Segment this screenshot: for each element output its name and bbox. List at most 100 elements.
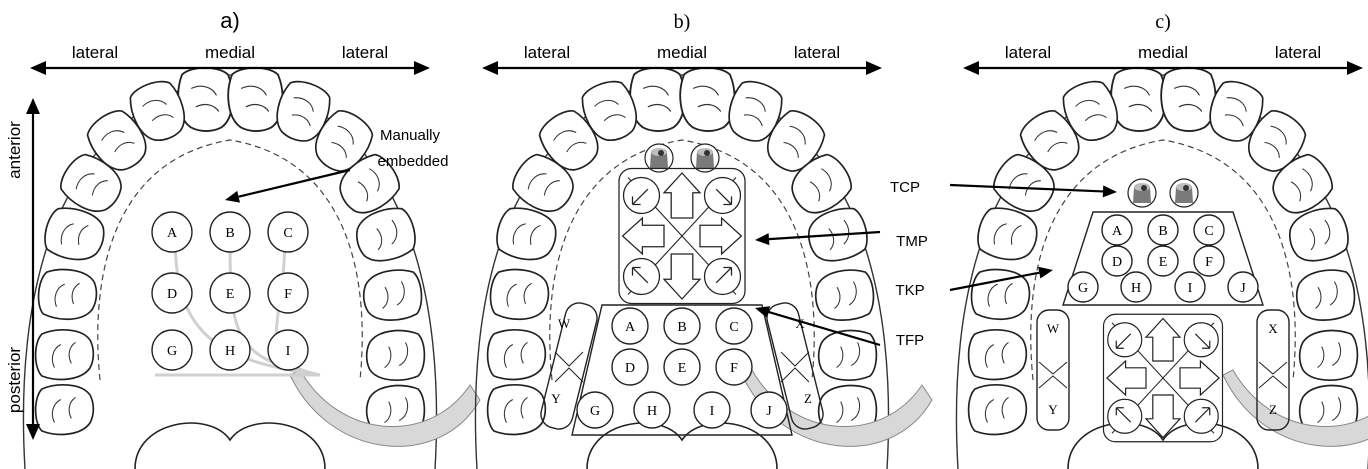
panel-b: b)lateralmediallateralABCDEFGHIJWYXZTCPT… xyxy=(475,11,932,469)
touch-key-icon-label: G xyxy=(590,404,600,419)
direction-arrow-icon xyxy=(1104,314,1223,442)
touch-key-icon-label: A xyxy=(167,226,178,241)
touch-key-icon-label: I xyxy=(1188,281,1193,296)
lateral-right-label: lateral xyxy=(794,43,840,62)
tooth-icon xyxy=(973,203,1042,266)
touch-key-icon-label: G xyxy=(167,344,177,359)
lateral-left-label: lateral xyxy=(1005,43,1051,62)
annotation-line-1: Manually xyxy=(380,127,441,144)
medial-label: medial xyxy=(1138,43,1188,62)
sensor-icon xyxy=(1170,179,1198,207)
touch-key-icon-label: F xyxy=(1205,255,1213,270)
side-key-y: Y xyxy=(1048,402,1058,417)
touch-key-icon-label: A xyxy=(1112,224,1123,239)
arrowhead-left xyxy=(30,61,46,75)
touch-key-icon-label: C xyxy=(283,226,292,241)
touch-key-icon-label: F xyxy=(730,361,738,376)
side-key-w: W xyxy=(1047,321,1060,336)
callout-tfp: TFP xyxy=(896,332,924,349)
sensor-icon xyxy=(691,144,719,172)
soft-palate xyxy=(587,423,777,469)
side-key-divider xyxy=(781,352,809,382)
touch-key-icon-label: I xyxy=(710,404,715,419)
tooth-icon xyxy=(969,330,1027,380)
posterior-label: posterior xyxy=(5,347,24,413)
direction-arrow-icon xyxy=(619,169,745,304)
side-key-x: X xyxy=(1268,321,1278,336)
tooth-icon xyxy=(40,203,109,266)
arrowhead-right xyxy=(1347,61,1363,75)
tooth-icon xyxy=(36,385,94,435)
callout-tcp: TCP xyxy=(890,179,920,196)
tfp-arrow-head xyxy=(755,306,770,318)
touch-key-icon-label: E xyxy=(226,287,235,302)
tooth-icon xyxy=(630,68,684,131)
arrowhead-down xyxy=(26,424,40,440)
side-key-w: W xyxy=(558,316,571,331)
panel-label: c) xyxy=(1155,11,1171,33)
tooth-icon xyxy=(37,267,99,321)
side-key-divider xyxy=(555,352,583,382)
lateral-left-label: lateral xyxy=(72,43,118,62)
tooth-icon xyxy=(36,330,94,380)
side-key-z: Z xyxy=(1269,402,1277,417)
touch-key-icon-label: D xyxy=(1112,255,1122,270)
annotation-arrow xyxy=(239,170,350,197)
lateral-right-label: lateral xyxy=(342,43,388,62)
touch-key-icon-label: E xyxy=(678,361,687,376)
arrowhead-left xyxy=(963,61,979,75)
side-key-y: Y xyxy=(551,391,561,406)
tooth-icon xyxy=(969,385,1027,435)
tkp-arrow-head xyxy=(1038,267,1053,279)
touch-key-icon-label: J xyxy=(1240,281,1246,296)
arrowhead-left xyxy=(482,61,498,75)
arrowhead-right xyxy=(866,61,882,75)
tooth-icon xyxy=(819,331,877,381)
tcp-arrow-head xyxy=(1103,185,1117,197)
touch-key-icon-label: B xyxy=(677,320,686,335)
touch-key-icon-label: F xyxy=(284,287,292,302)
touch-key-icon-label: H xyxy=(1131,281,1141,296)
tooth-icon xyxy=(488,330,546,380)
panel-label: b) xyxy=(674,11,691,33)
touch-key-icon-label: H xyxy=(225,344,235,359)
tooth-icon xyxy=(488,385,546,435)
touch-key-icon-label: B xyxy=(225,226,234,241)
lateral-left-label: lateral xyxy=(524,43,570,62)
touch-key-icon-label: H xyxy=(647,404,657,419)
touch-key-icon-label: A xyxy=(625,320,636,335)
tooth-icon xyxy=(1300,331,1358,381)
anterior-label: anterior xyxy=(5,121,24,179)
touch-key-icon-label: B xyxy=(1158,224,1167,239)
annotation-arrow-head xyxy=(225,191,240,203)
touch-key-icon-label: G xyxy=(1078,281,1088,296)
touch-key-icon-label: C xyxy=(729,320,738,335)
arrowhead-up xyxy=(26,98,40,114)
tmp-arrow-head xyxy=(755,233,769,245)
arrowhead-right xyxy=(414,61,430,75)
medial-label: medial xyxy=(657,43,707,62)
soft-palate xyxy=(135,423,325,469)
tooth-icon xyxy=(367,331,425,381)
tooth-icon xyxy=(492,203,561,266)
annotation-line-2: embedded xyxy=(378,153,449,170)
lateral-right-label: lateral xyxy=(1275,43,1321,62)
tooth-icon xyxy=(680,68,734,131)
tooth-icon xyxy=(489,267,551,321)
side-key-divider xyxy=(1259,362,1287,388)
touch-key-icon-label: J xyxy=(766,404,772,419)
touch-key-icon-label: D xyxy=(625,361,635,376)
tooth-icon xyxy=(1295,268,1357,322)
tooth-icon xyxy=(814,268,876,322)
tooth-icon xyxy=(1111,68,1165,131)
side-key-divider xyxy=(1039,362,1067,388)
callout-tmp: TMP xyxy=(896,233,928,250)
tooth-icon xyxy=(362,268,424,322)
touch-key-icon-label: D xyxy=(167,287,177,302)
tooth-icon xyxy=(228,68,282,131)
panel-label: a) xyxy=(220,8,240,33)
tooth-icon xyxy=(1161,68,1215,131)
